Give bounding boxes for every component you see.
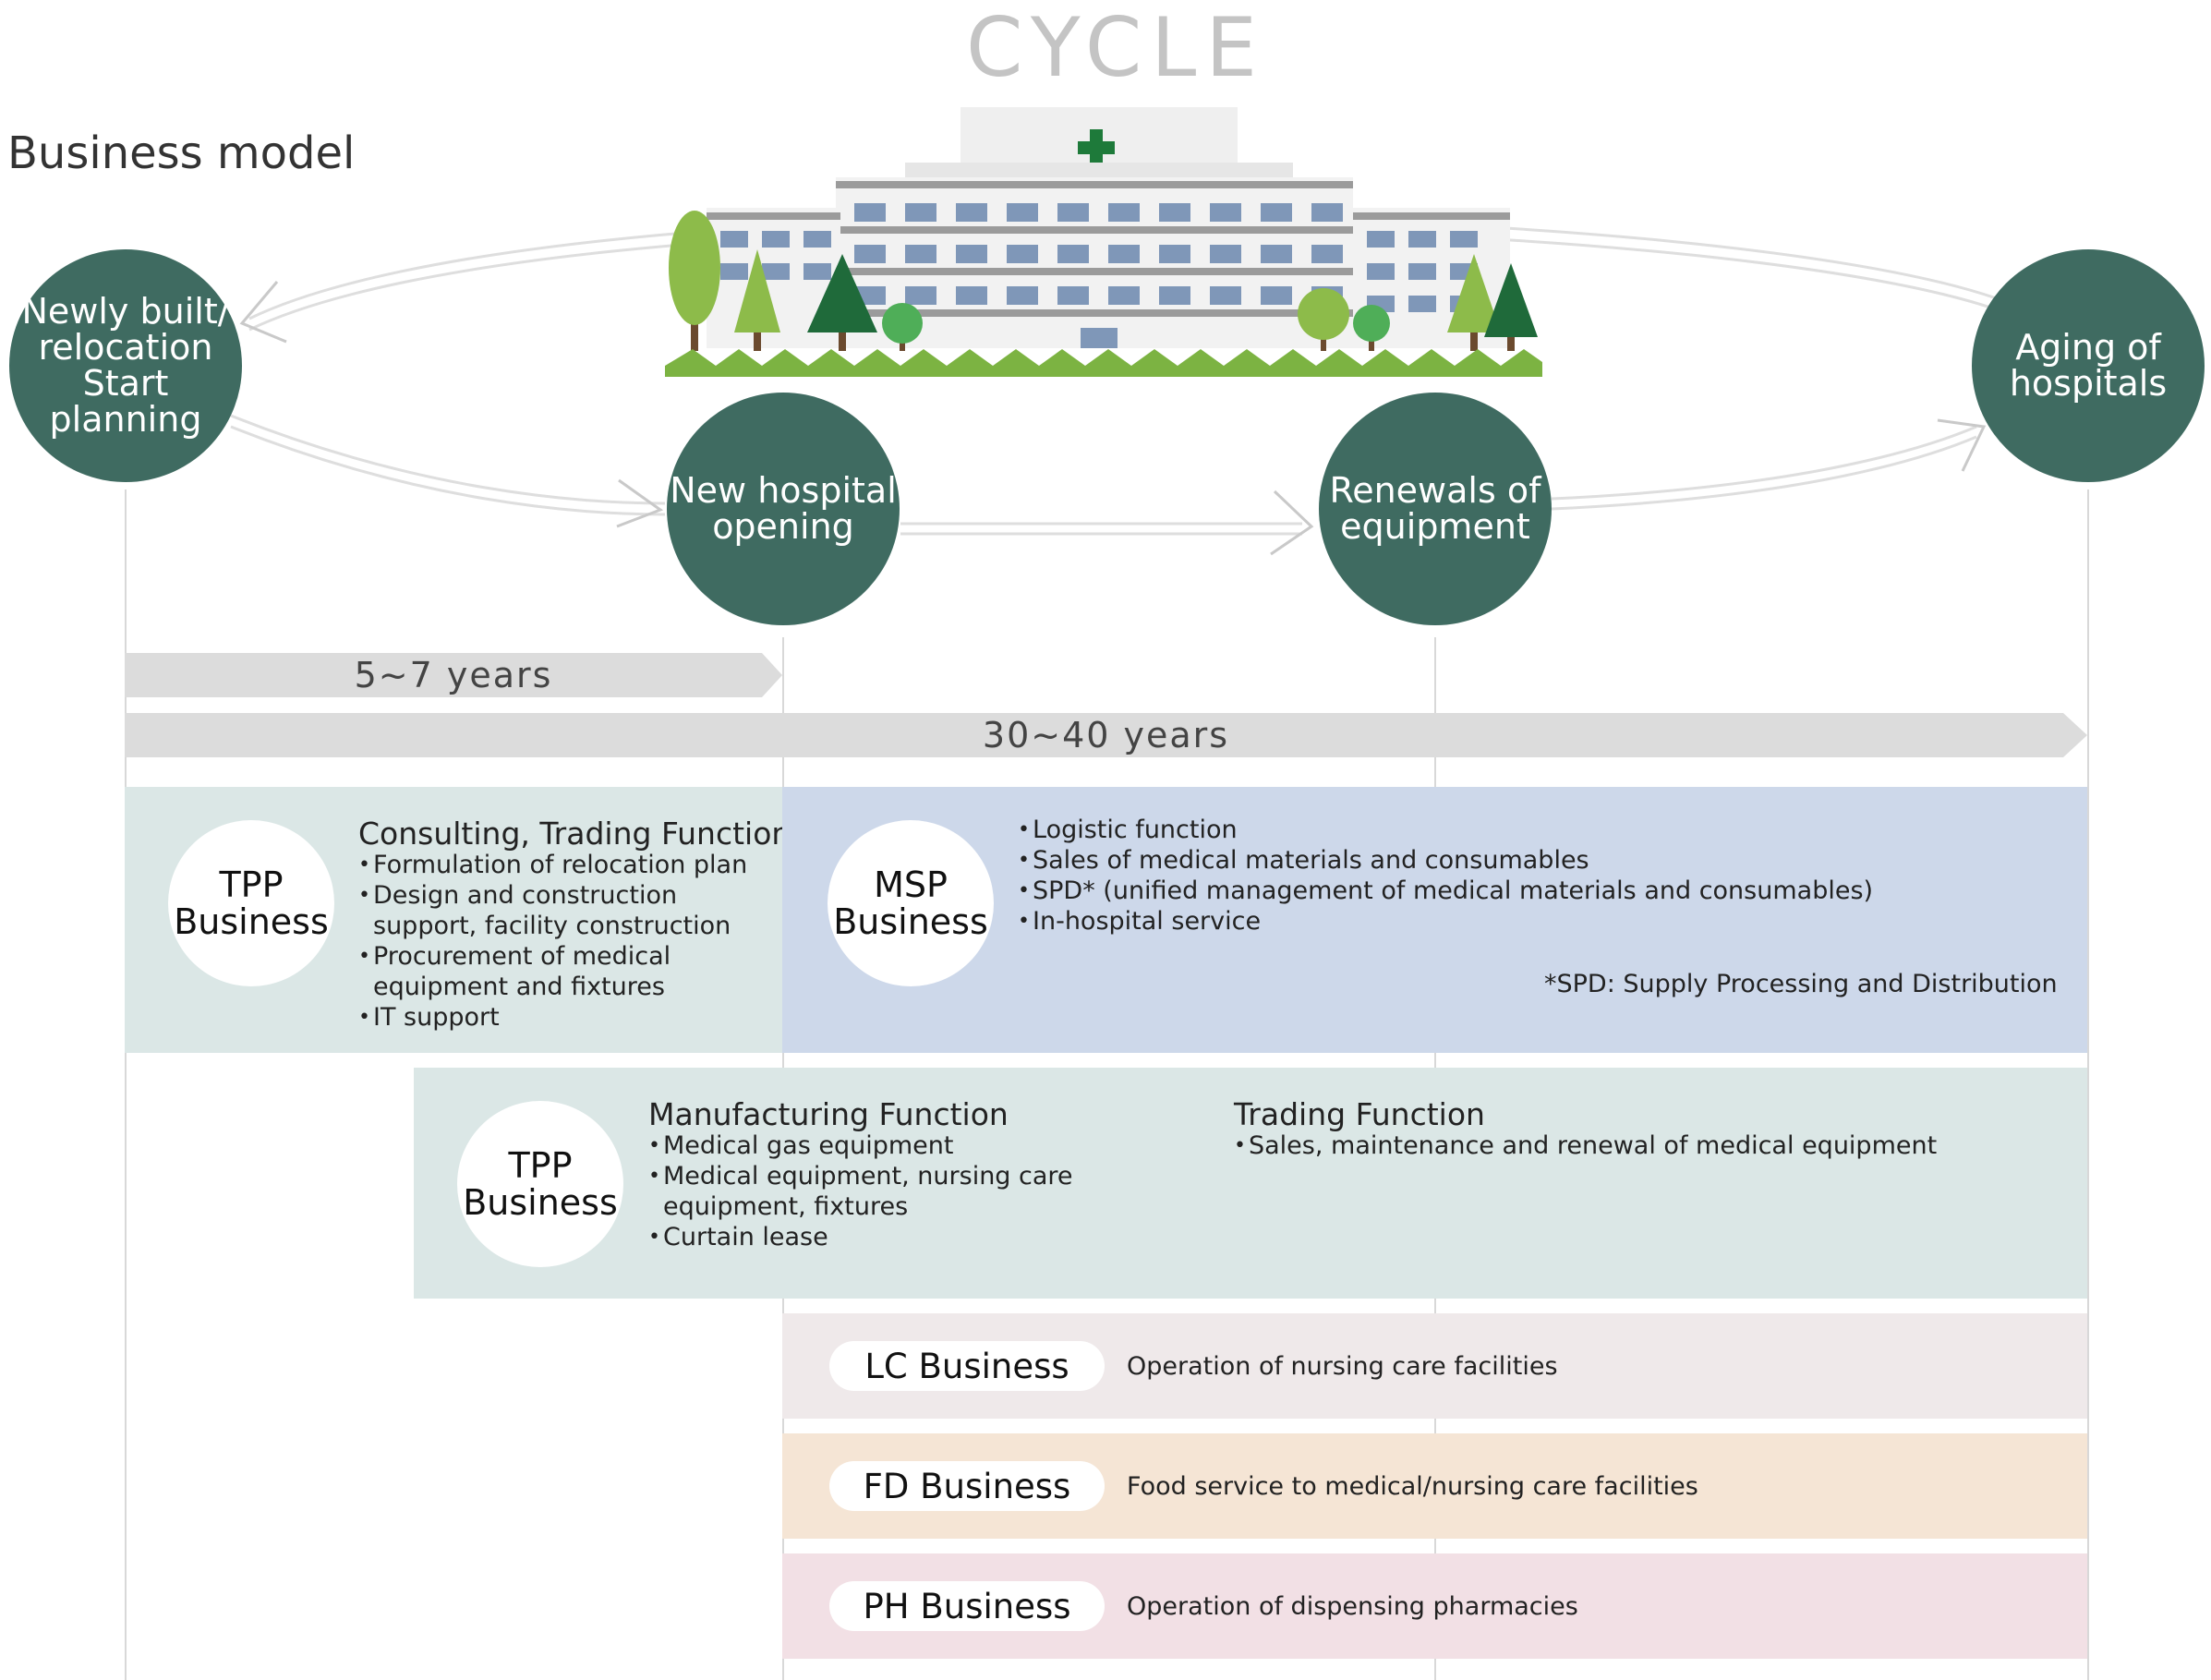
stage-circle-opening: New hospital opening <box>667 393 900 625</box>
duration-bar-short: 5~7 years <box>125 653 782 697</box>
msp-footnote: *SPD: Supply Processing and Distribution <box>1544 970 2058 998</box>
page-title: Business model <box>7 127 356 179</box>
ph-business-label: PH Business <box>829 1581 1105 1631</box>
tpp-top-list: Formulation of relocation plan Design an… <box>358 850 779 1033</box>
ph-business-description: Operation of dispensing pharmacies <box>1127 1592 1578 1621</box>
trading-list: Sales, maintenance and renewal of medica… <box>1234 1130 2065 1161</box>
list-item: Medical gas equipment <box>648 1130 1202 1161</box>
list-item: SPD* (unified management of medical mate… <box>1018 876 2071 906</box>
list-item: Curtain lease <box>648 1222 1202 1252</box>
guide-line-start <box>125 489 127 1680</box>
stage-label: Renewals of equipment <box>1329 470 1541 547</box>
stage-circle-planning: Newly built/ relocation Start planning <box>9 249 242 482</box>
duration-label: 5~7 years <box>354 655 553 695</box>
list-item: Formulation of relocation plan <box>358 850 779 880</box>
msp-list: Logistic function Sales of medical mater… <box>1018 815 2071 937</box>
list-item: Logistic function <box>1018 815 2071 845</box>
stage-circle-aging: Aging of hospitals <box>1972 249 2205 482</box>
list-item: Procurement of medical equipment and fix… <box>358 941 779 1002</box>
fd-business-label: FD Business <box>829 1461 1105 1511</box>
manufacturing-heading: Manufacturing Function <box>648 1096 1009 1132</box>
lc-business-description: Operation of nursing care facilities <box>1127 1352 1558 1381</box>
list-item: In-hospital service <box>1018 906 2071 937</box>
lc-business-label: LC Business <box>829 1341 1105 1391</box>
list-item: Sales of medical materials and consumabl… <box>1018 845 2071 876</box>
fd-business-description: Food service to medical/nursing care fac… <box>1127 1472 1698 1501</box>
guide-line-aging <box>2087 489 2089 1680</box>
trading-heading: Trading Function <box>1234 1096 1485 1132</box>
duration-label: 30~40 years <box>982 715 1230 755</box>
cycle-title: CYCLE <box>966 0 1266 95</box>
duration-bar-long: 30~40 years <box>125 713 2087 757</box>
list-item: Medical equipment, nursing care equipmen… <box>648 1161 1202 1222</box>
stage-circle-renewal: Renewals of equipment <box>1319 393 1552 625</box>
badge-tpp-top: TPP Business <box>168 820 334 986</box>
badge-msp: MSP Business <box>828 820 994 986</box>
badge-tpp-bottom: TPP Business <box>457 1101 623 1267</box>
list-item: Sales, maintenance and renewal of medica… <box>1234 1130 2065 1161</box>
hospital-building-icon <box>665 107 1542 377</box>
stage-label: New hospital opening <box>670 470 897 547</box>
stage-label: Aging of hospitals <box>2009 327 2168 404</box>
tpp-top-heading: Consulting, Trading Function <box>358 816 791 852</box>
manufacturing-list: Medical gas equipment Medical equipment,… <box>648 1130 1202 1252</box>
list-item: IT support <box>358 1002 779 1033</box>
stage-label: Newly built/ relocation Start planning <box>21 291 230 440</box>
list-item: Design and construction support, facilit… <box>358 880 779 941</box>
